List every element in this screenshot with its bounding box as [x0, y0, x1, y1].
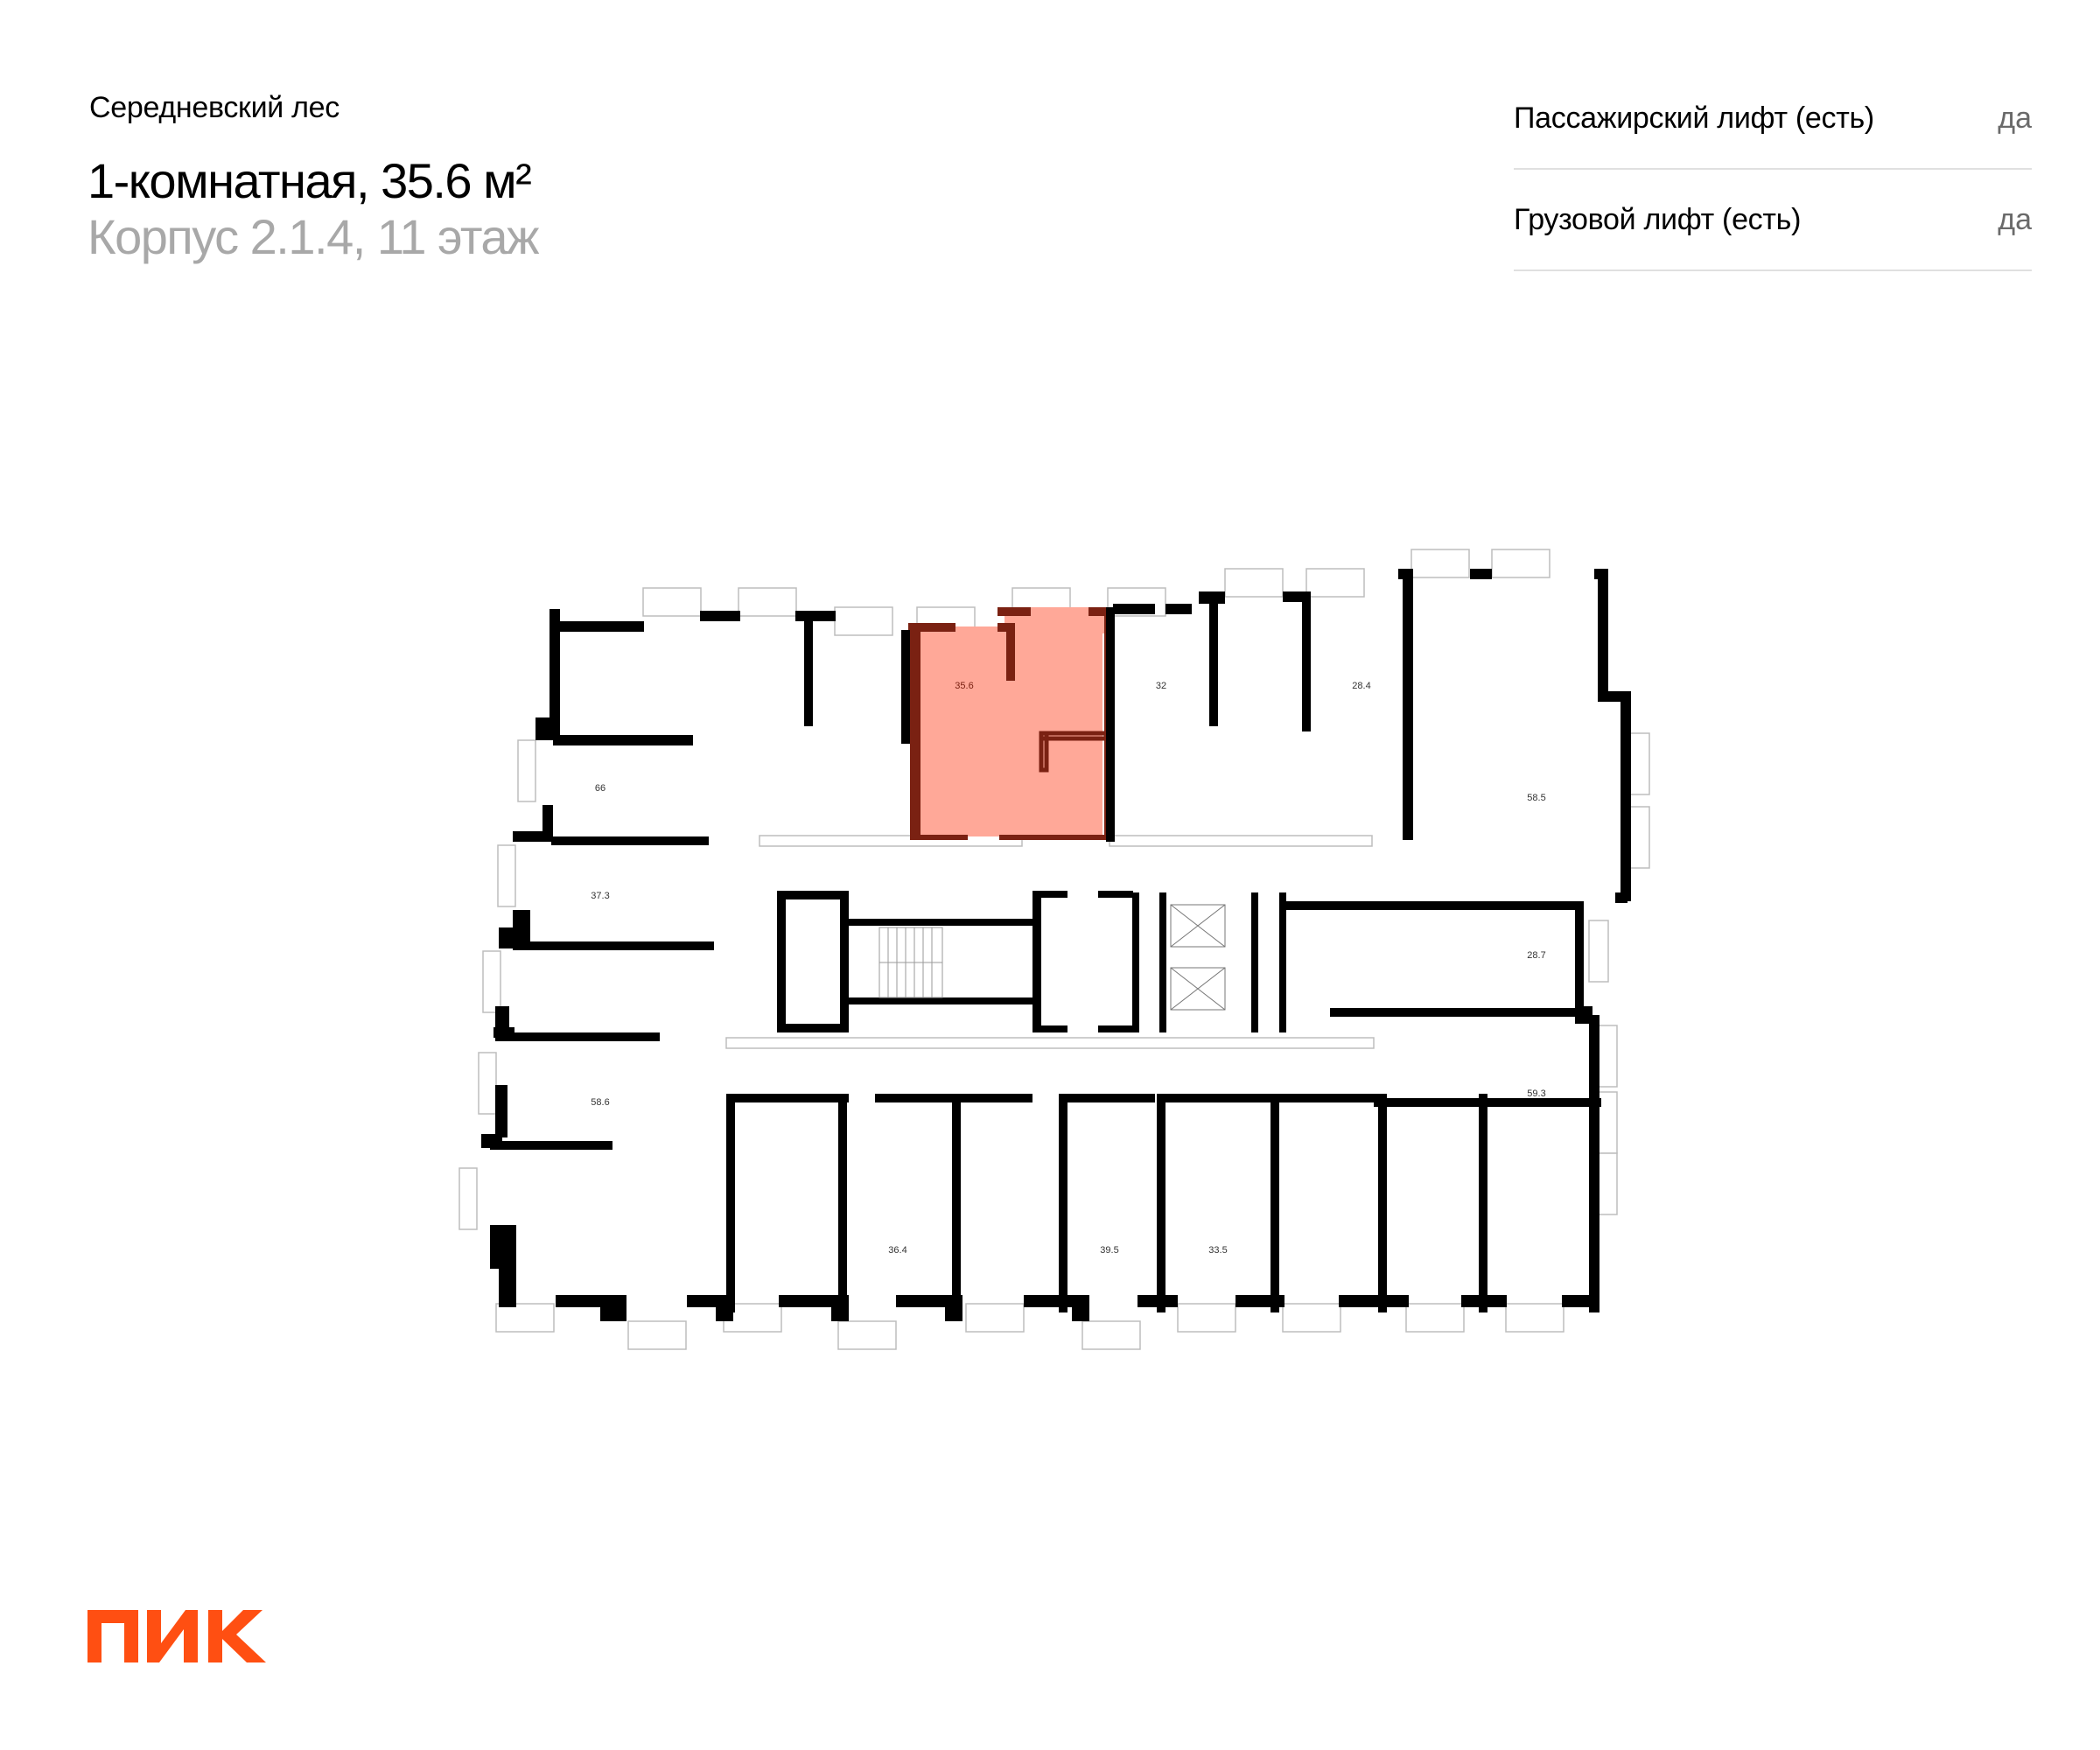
- apartment-title: 1-комнатная, 35.6 м²: [88, 153, 532, 208]
- apartment-label[interactable]: 58.6: [591, 1097, 609, 1108]
- apartment-label[interactable]: 58.5: [1527, 793, 1545, 803]
- walls: [481, 569, 1631, 1321]
- selected-apartment[interactable]: [908, 607, 1113, 840]
- building-floor: Корпус 2.1.4, 11 этаж: [88, 209, 540, 264]
- apartment-label-selected[interactable]: 35.6: [955, 681, 973, 691]
- pik-logo: [88, 1610, 266, 1662]
- spec-value: да: [1998, 202, 2032, 236]
- specs-table: Пассажирский лифт (есть) да Грузовой лиф…: [1514, 68, 2032, 271]
- apartment-label[interactable]: 28.7: [1527, 950, 1545, 961]
- apartment-label[interactable]: 36.4: [888, 1245, 906, 1256]
- apartment-label[interactable]: 59.3: [1527, 1088, 1545, 1099]
- apartment-label[interactable]: 66: [595, 783, 606, 794]
- project-name: Середневский лес: [89, 91, 340, 124]
- window-balconies: [458, 549, 1650, 1350]
- apartment-label[interactable]: 33.5: [1208, 1245, 1227, 1256]
- apartment-area-labels: 66 37.3 58.6 35.6 32 28.4 58.5 28.7 59.3…: [591, 681, 1545, 1256]
- staircase: [878, 927, 943, 998]
- elevator-shafts: [1170, 904, 1226, 1011]
- spec-row-freight-lift: Грузовой лифт (есть) да: [1514, 170, 2032, 271]
- apartment-label[interactable]: 39.5: [1100, 1245, 1118, 1256]
- spec-value: да: [1998, 101, 2032, 135]
- spec-label: Грузовой лифт (есть): [1514, 202, 1802, 236]
- apartment-label[interactable]: 37.3: [591, 891, 609, 901]
- apartment-label[interactable]: 32: [1156, 681, 1166, 691]
- spec-row-passenger-lift: Пассажирский лифт (есть) да: [1514, 68, 2032, 170]
- corridor: [725, 835, 1375, 1049]
- apartment-label[interactable]: 28.4: [1352, 681, 1370, 691]
- spec-label: Пассажирский лифт (есть): [1514, 101, 1874, 135]
